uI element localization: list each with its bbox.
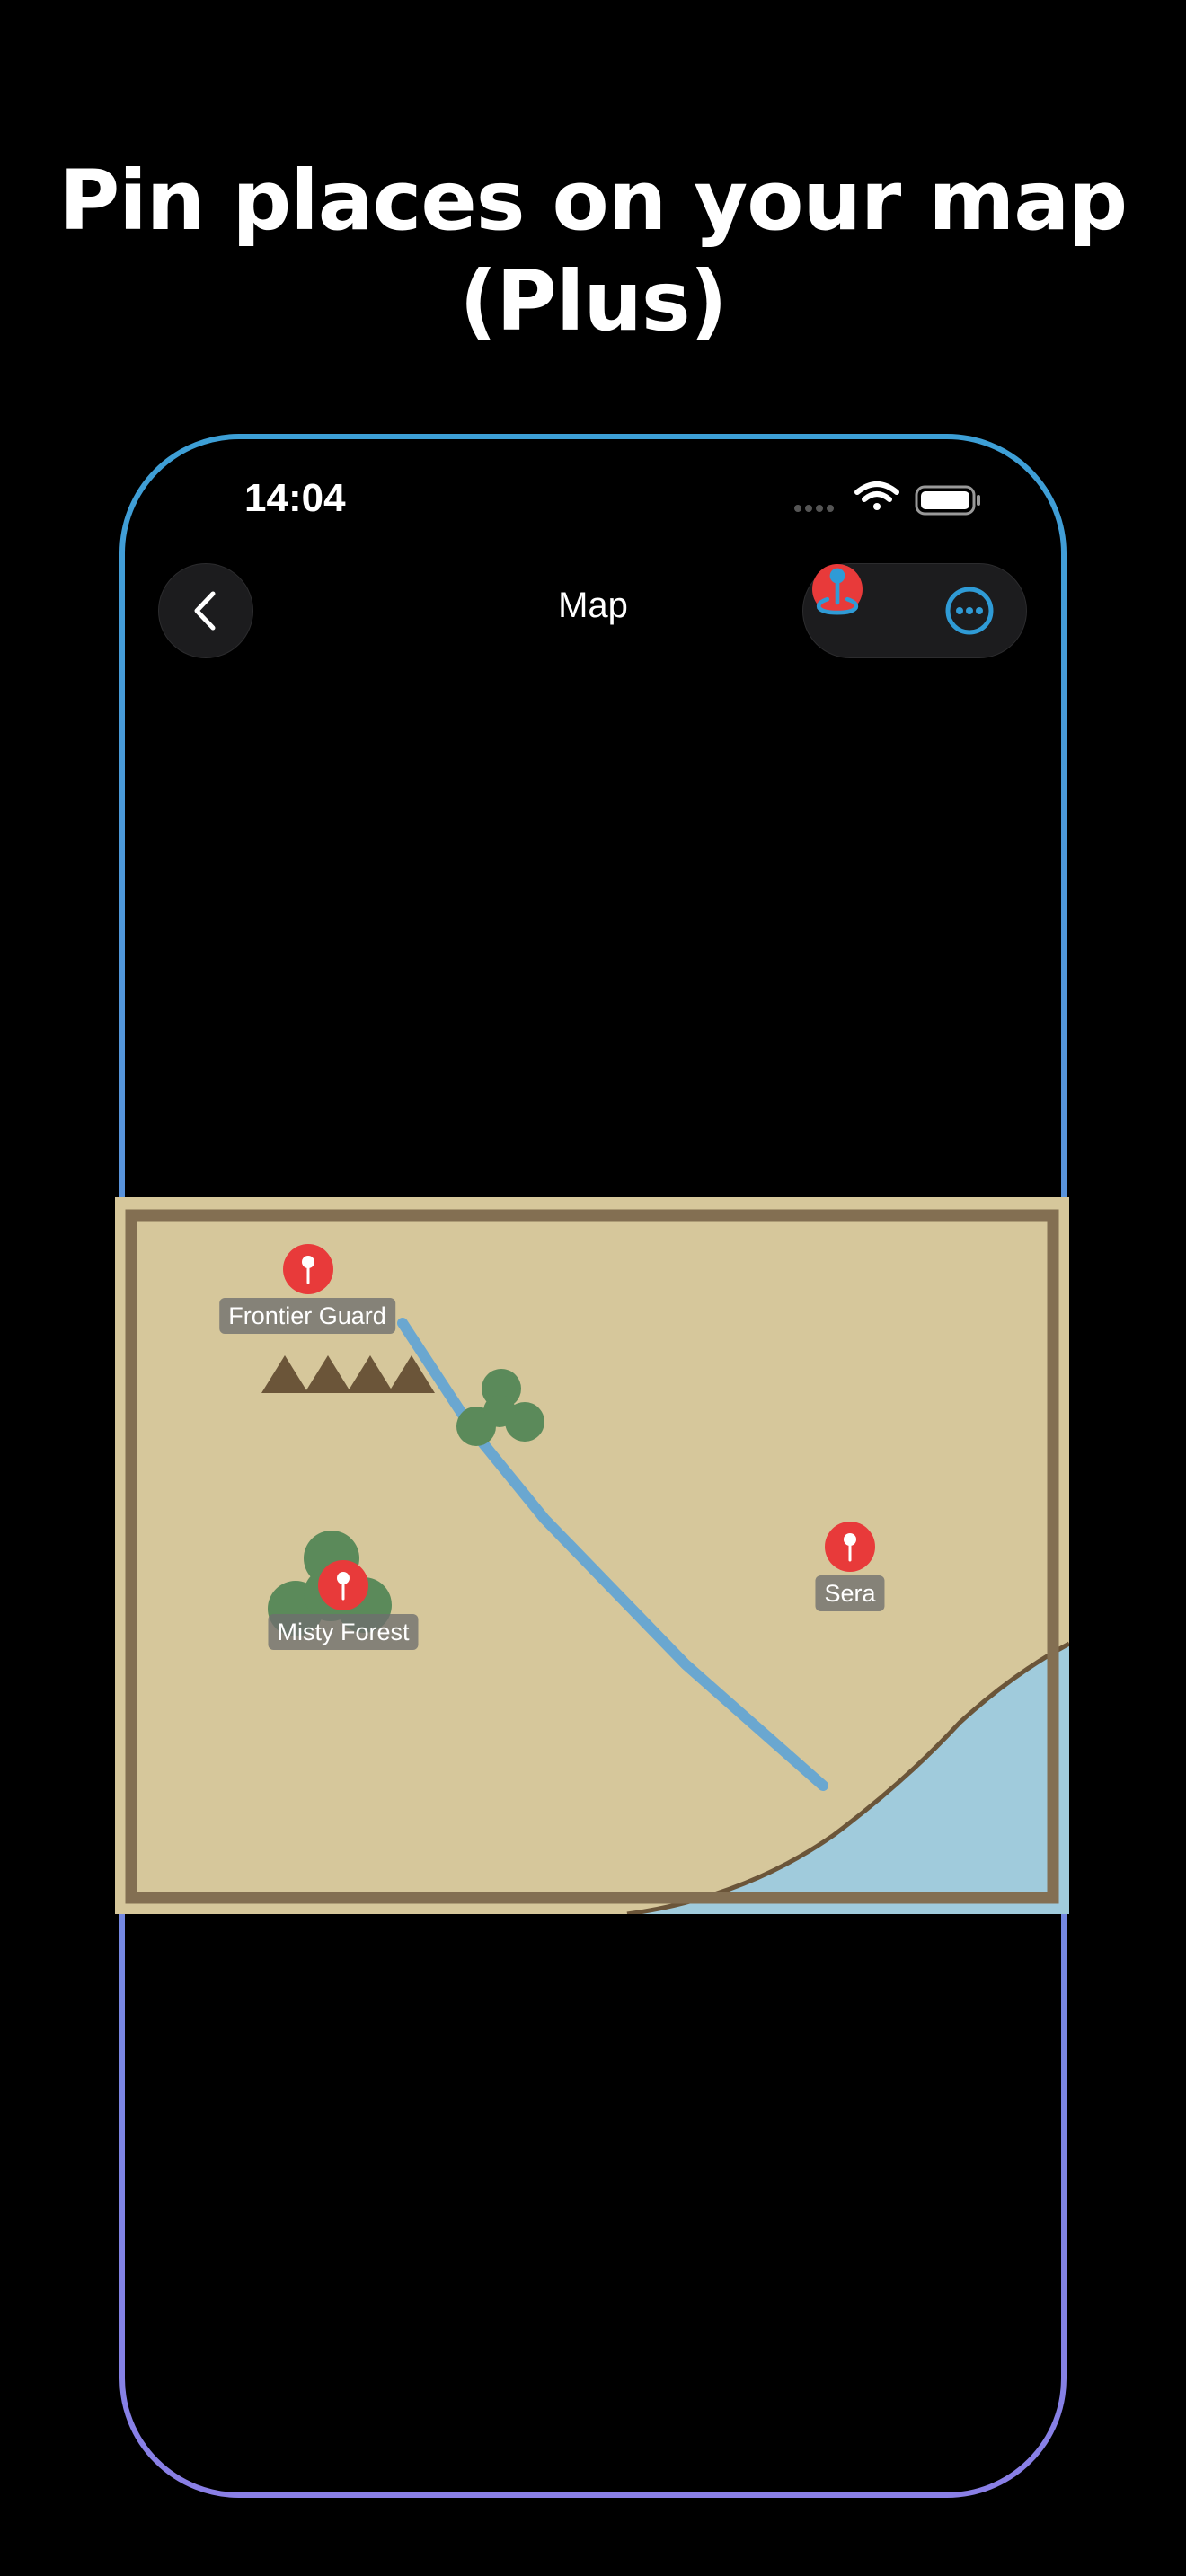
status-time: 14:04: [244, 476, 346, 520]
pin-icon: [844, 1533, 856, 1562]
pin-label-misty-forest: Misty Forest: [268, 1614, 419, 1650]
more-button[interactable]: [922, 564, 1017, 657]
pin-label-sera: Sera: [815, 1575, 885, 1611]
wifi-icon: [854, 481, 899, 510]
headline: Pin places on your map (Plus): [0, 151, 1186, 352]
map-canvas[interactable]: [115, 1197, 1069, 1914]
map-sea: [627, 1644, 1069, 1914]
map-border: [125, 1209, 1059, 1904]
mountain-range: [261, 1355, 435, 1393]
headline-line-1: Pin places on your map: [58, 153, 1128, 249]
pin-misty-forest[interactable]: [318, 1560, 368, 1610]
pin-frontier-guard[interactable]: [283, 1244, 333, 1294]
chevron-left-icon: [194, 591, 216, 631]
pin-sera[interactable]: [825, 1522, 875, 1572]
cellular-icon: [794, 505, 834, 512]
nav-title: Map: [558, 586, 628, 625]
nav-actions: [802, 563, 1027, 658]
forest-small: [456, 1369, 544, 1446]
back-button[interactable]: [158, 563, 253, 658]
add-pin-button[interactable]: [812, 564, 863, 615]
map-river: [397, 1318, 828, 1791]
ellipsis-circle-icon: [945, 587, 994, 635]
map-coastline: [626, 1641, 1069, 1914]
map-view[interactable]: Frontier Guard Misty Forest Sera: [115, 1197, 1069, 1914]
battery-icon: [915, 485, 980, 516]
pin-label-frontier-guard: Frontier Guard: [219, 1298, 395, 1334]
pin-icon: [302, 1256, 314, 1284]
pin-icon: [337, 1572, 350, 1601]
status-icons: [794, 481, 980, 516]
headline-line-2: (Plus): [459, 253, 727, 349]
map-pin-icon: [816, 568, 859, 615]
